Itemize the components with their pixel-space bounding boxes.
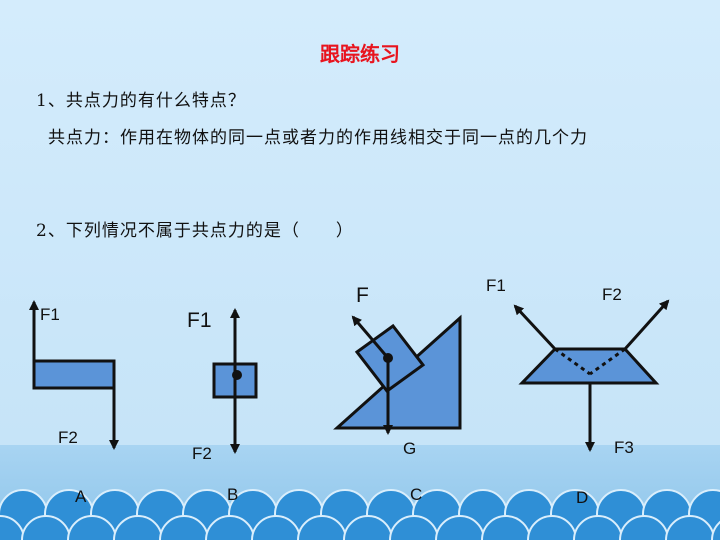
block-d: [518, 347, 660, 385]
label-a-f1: F1: [40, 305, 60, 324]
question-2: 2、下列情况不属于共点力的是（ ）: [36, 221, 354, 241]
block-a: [32, 359, 116, 390]
point-b: [232, 370, 242, 380]
option-c: C: [410, 485, 422, 504]
label-b-f1: F1: [187, 309, 212, 332]
wave-circle: [665, 515, 715, 540]
label-d-f3: F3: [614, 438, 634, 457]
arrow-d-f1: [513, 304, 557, 351]
wave-circle: [619, 515, 669, 540]
question-1: 1、共点力的有什么特点？: [36, 91, 246, 111]
wave-circle: [159, 515, 209, 540]
label-d-f1: F1: [486, 276, 506, 295]
extension-line-right: [589, 347, 626, 376]
slide-title: 跟踪练习: [320, 42, 400, 66]
wave-circle: [527, 515, 577, 540]
label-b-f2: F2: [192, 444, 212, 463]
decorative-waves: [0, 489, 720, 540]
wave-circle: [0, 515, 25, 540]
wave-circle: [297, 515, 347, 540]
label-c-g: G: [403, 439, 416, 458]
wave-circle: [251, 515, 301, 540]
point-c: [383, 353, 393, 363]
figure-b: F1 F2 B: [187, 308, 258, 504]
label-a-f2: F2: [58, 428, 78, 447]
extension-line-left: [554, 347, 591, 376]
wave-circle: [573, 515, 623, 540]
wave-circle: [435, 515, 485, 540]
option-d: D: [576, 488, 588, 507]
arrow-d-f2: [623, 299, 670, 351]
wave-circle: [389, 515, 439, 540]
figure-c: F G C: [333, 284, 462, 504]
wave-circle: [481, 515, 531, 540]
wave-circle: [67, 515, 117, 540]
wave-circle: [711, 520, 720, 540]
option-a: A: [75, 487, 87, 506]
wave-circle: [113, 515, 163, 540]
figure-d: F1 F2 F3 D: [486, 276, 670, 507]
wave-circle: [343, 515, 393, 540]
wave-circle: [205, 515, 255, 540]
label-c-f: F: [356, 284, 369, 307]
figure-a: F1 F2 A: [29, 300, 119, 506]
label-d-f2: F2: [602, 285, 622, 304]
wave-circle: [21, 515, 71, 540]
answer-1: 共点力：作用在物体的同一点或者力的作用线相交于同一点的几个力: [48, 128, 588, 148]
option-b: B: [227, 485, 238, 504]
arrow-c-f: [351, 315, 390, 359]
